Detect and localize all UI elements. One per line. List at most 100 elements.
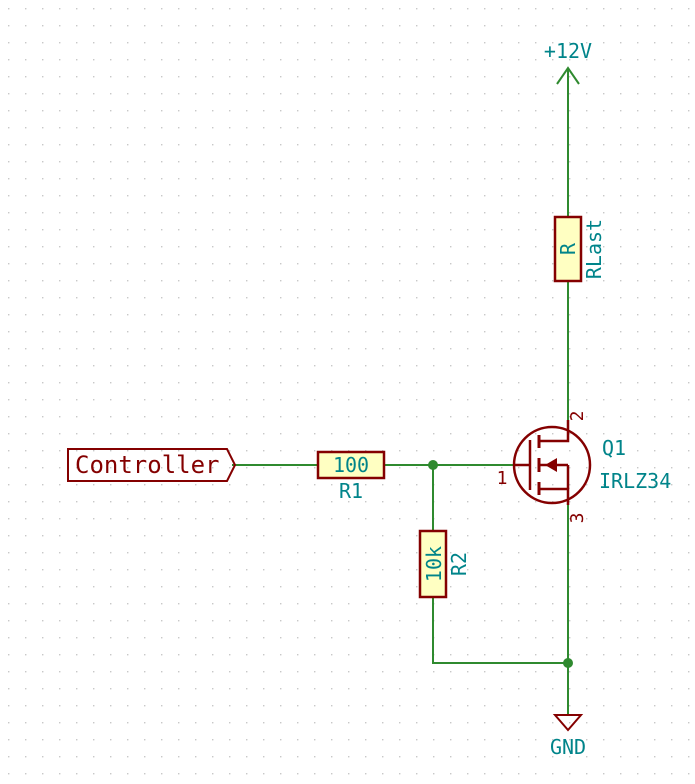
- ground-symbol[interactable]: GND: [550, 714, 586, 759]
- grid-dot: [195, 688, 197, 690]
- grid-dot: [314, 518, 316, 520]
- supply-symbol[interactable]: +12V: [544, 39, 592, 88]
- grid-dot: [246, 637, 248, 639]
- grid-dot: [25, 229, 27, 231]
- grid-dot: [297, 382, 299, 384]
- grid-dot: [450, 127, 452, 129]
- grid-dot: [8, 144, 10, 146]
- grid-dot: [382, 416, 384, 418]
- grid-dot: [127, 722, 129, 724]
- grid-dot: [178, 671, 180, 673]
- resistor-r2-reference: R2: [447, 552, 471, 576]
- grid-dot: [42, 365, 44, 367]
- grid-dot: [144, 229, 146, 231]
- grid-dot: [416, 586, 418, 588]
- grid-dot: [246, 739, 248, 741]
- grid-dot: [399, 535, 401, 537]
- grid-dot: [535, 722, 537, 724]
- grid-dot: [280, 42, 282, 44]
- grid-dot: [8, 246, 10, 248]
- grid-dot: [8, 127, 10, 129]
- grid-dot: [586, 654, 588, 656]
- grid-dot: [671, 552, 673, 554]
- grid-dot: [297, 620, 299, 622]
- grid-dot: [637, 603, 639, 605]
- grid-dot: [93, 722, 95, 724]
- resistor-r2[interactable]: 10k R2: [418, 529, 471, 599]
- grid-dot: [246, 399, 248, 401]
- mosfet-q1[interactable]: 1 2 3 Q1 IRLZ34: [497, 411, 672, 524]
- resistor-rlast[interactable]: R RLast: [553, 215, 606, 283]
- grid-dot: [586, 467, 588, 469]
- grid-dot: [246, 42, 248, 44]
- grid-dot: [484, 433, 486, 435]
- grid-dot: [93, 688, 95, 690]
- grid-dot: [399, 280, 401, 282]
- grid-dot: [144, 501, 146, 503]
- grid-dot: [76, 603, 78, 605]
- grid-dot: [59, 110, 61, 112]
- grid-dot: [450, 739, 452, 741]
- grid-dot: [161, 42, 163, 44]
- grid-dot: [246, 93, 248, 95]
- grid-dot: [569, 773, 571, 775]
- grid-dot: [229, 433, 231, 435]
- grid-dot: [399, 739, 401, 741]
- junction-gate-node[interactable]: [428, 460, 438, 470]
- grid-dot: [365, 59, 367, 61]
- grid-dot: [654, 110, 656, 112]
- grid-dot: [365, 144, 367, 146]
- grid-dot: [161, 195, 163, 197]
- grid-dot: [161, 348, 163, 350]
- grid-dot: [246, 722, 248, 724]
- grid-dot: [280, 212, 282, 214]
- grid-dot: [178, 586, 180, 588]
- grid-dot: [535, 705, 537, 707]
- resistor-r1[interactable]: 100 R1: [316, 450, 386, 503]
- grid-dot: [450, 76, 452, 78]
- grid-dot: [178, 518, 180, 520]
- grid-dot: [178, 212, 180, 214]
- grid-dot: [382, 280, 384, 282]
- grid-dot: [365, 280, 367, 282]
- grid-dot: [348, 8, 350, 10]
- grid-dot: [25, 535, 27, 537]
- grid-dot: [246, 59, 248, 61]
- grid-dot: [331, 246, 333, 248]
- grid-dot: [416, 518, 418, 520]
- grid-dot: [331, 654, 333, 656]
- grid-dot: [212, 773, 214, 775]
- grid-dot: [110, 348, 112, 350]
- grid-dot: [195, 59, 197, 61]
- grid-dot: [433, 59, 435, 61]
- grid-dot: [314, 331, 316, 333]
- grid-dot: [535, 671, 537, 673]
- grid-dot: [399, 161, 401, 163]
- grid-dot: [535, 25, 537, 27]
- junction-ground-node[interactable]: [563, 658, 573, 668]
- grid-dot: [8, 314, 10, 316]
- grid-dot: [535, 637, 537, 639]
- grid-dot: [671, 297, 673, 299]
- grid-dot: [25, 433, 27, 435]
- grid-dot: [518, 535, 520, 537]
- grid-dot: [76, 25, 78, 27]
- grid-dot: [501, 637, 503, 639]
- controller-port[interactable]: Controller: [67, 448, 237, 482]
- grid-dot: [620, 484, 622, 486]
- grid-dot: [501, 450, 503, 452]
- grid-dot: [280, 382, 282, 384]
- grid-dot: [399, 178, 401, 180]
- grid-dot: [246, 382, 248, 384]
- grid-dot: [110, 297, 112, 299]
- grid-dot: [535, 620, 537, 622]
- grid-dot: [127, 110, 129, 112]
- grid-dot: [161, 229, 163, 231]
- grid-dot: [484, 756, 486, 758]
- grid-dot: [382, 59, 384, 61]
- grid-dot: [314, 195, 316, 197]
- grid-dot: [246, 688, 248, 690]
- grid-dot: [263, 705, 265, 707]
- grid-dot: [637, 399, 639, 401]
- grid-dot: [518, 8, 520, 10]
